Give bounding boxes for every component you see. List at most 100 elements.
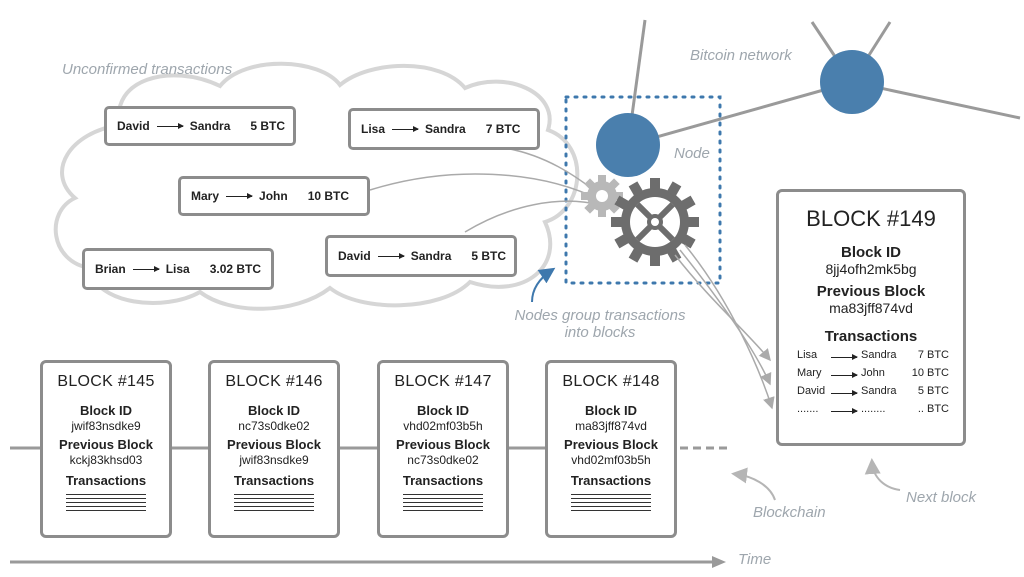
tx-to: Sandra [189,119,231,133]
chain-block: BLOCK #145 Block ID jwif83nsdke9 Previou… [40,360,172,538]
prev-block-value: jwif83nsdke9 [239,453,309,467]
tx-from: Lisa [361,122,386,136]
arrow-right-icon [156,122,184,129]
time-label: Time [738,551,772,568]
prev-block-label: Previous Block [227,437,321,452]
group-label-line2: into blocks [564,324,636,341]
block-tx-row: Lisa Sandra 7 BTC [779,349,963,367]
blockchain-annotation-arrow [731,467,776,501]
prev-block-value: nc73s0dke02 [407,453,479,467]
tx-from: Lisa [797,349,818,361]
block-id-label: Block ID [840,244,901,261]
tx-from: ....... [797,403,819,415]
arrow-right-icon [831,408,858,414]
block-title: BLOCK #147 [394,373,492,390]
tx-amount: 3.02 BTC [209,262,262,276]
transactions-lines [571,494,651,511]
block-id-label: Block ID [584,403,637,418]
tx-amount: 7 BTC [485,122,521,136]
block-id-value: vhd02mf03b5h [403,419,483,433]
block-id-label: Block ID [416,403,469,418]
tx-to: Sandra [861,349,897,361]
next-block-annotation-arrow [864,458,901,491]
next-block-label: Next block [906,489,977,506]
transaction-card: David Sandra 5 BTC [325,235,517,277]
transactions-label: Transactions [570,473,652,488]
prev-block-value: ma83jff874vd [829,300,913,316]
next-block-card: BLOCK #149 Block ID 8jj4ofh2mk5bg Previo… [776,189,966,446]
block-id-value: nc73s0dke02 [238,419,310,433]
chain-block: BLOCK #147 Block ID vhd02mf03b5h Previou… [377,360,509,538]
block-id-label: Block ID [79,403,132,418]
transactions-lines [66,494,146,511]
block-id-value: ma83jff874vd [575,419,647,433]
arrow-right-icon [392,125,420,132]
large-gear-icon [611,178,699,266]
chain-block: BLOCK #146 Block ID nc73s0dke02 Previous… [208,360,340,538]
transaction-card: Lisa Sandra 7 BTC [348,108,540,150]
network-label: Bitcoin network [690,47,792,64]
prev-block-label: Previous Block [396,437,490,452]
block-title: BLOCK #146 [225,373,323,390]
arrow-right-icon [132,265,160,272]
time-axis-arrowhead [712,556,726,568]
tx-to: Sandra [425,122,466,136]
prev-block-label: Previous Block [59,437,153,452]
transactions-label: Transactions [65,473,147,488]
transaction-card: David Sandra 5 BTC [104,106,296,146]
node-label: Node [674,145,710,162]
transactions-lines [234,494,314,511]
tx-to: Sandra [861,385,897,397]
node-circle [596,113,660,177]
chain-block: BLOCK #148 Block ID ma83jff874vd Previou… [545,360,677,538]
transaction-card: Brian Lisa 3.02 BTC [82,248,274,290]
tx-amount: 5 BTC [471,249,507,263]
node-dotted-frame [564,95,722,285]
transactions-label: Transactions [233,473,315,488]
block-tx-row: ....... ........ .. BTC [779,403,963,421]
tx-from: Brian [95,262,126,276]
transaction-card: Mary John 10 BTC [178,176,370,216]
gear-to-block-lines [674,244,775,410]
tx-from: David [797,385,826,397]
tx-amount: 5 BTC [250,119,286,133]
tx-amount: 10 BTC [911,367,949,379]
group-label-line1: Nodes group transactions [514,307,686,324]
group-label: Nodes group transactions into blocks [508,307,692,341]
tx-amount: 10 BTC [307,189,350,203]
block-id-label: Block ID [247,403,300,418]
transactions-label: Transactions [402,473,484,488]
arrow-right-icon [831,390,858,396]
tx-to: ........ [861,403,886,415]
prev-block-value: vhd02mf03b5h [571,453,651,467]
tx-from: David [338,249,371,263]
block-title: BLOCK #149 [806,206,936,231]
transactions-lines [403,494,483,511]
tx-from: Mary [191,189,220,203]
tx-from: David [117,119,150,133]
block-id-value: jwif83nsdke9 [71,419,141,433]
tx-amount: 7 BTC [917,349,949,361]
prev-block-label: Previous Block [816,283,926,300]
unconfirmed-label: Unconfirmed transactions [62,61,233,78]
block-title: BLOCK #145 [57,373,155,390]
tx-from: Mary [797,367,822,379]
block-id-value: 8jj4ofh2mk5bg [825,261,917,277]
tx-to: John [861,367,885,379]
tx-amount: .. BTC [917,403,949,415]
arrow-right-icon [831,372,858,378]
blockchain-label: Blockchain [753,504,826,521]
block-tx-row: David Sandra 5 BTC [779,385,963,403]
group-annotation-arrow [531,267,556,303]
tx-to: Sandra [410,249,452,263]
tx-to: John [259,189,288,203]
prev-block-label: Previous Block [564,437,658,452]
tx-amount: 5 BTC [917,385,949,397]
small-gear-icon [581,175,623,217]
transactions-label: Transactions [824,328,918,345]
arrow-right-icon [377,252,405,259]
network-node [820,50,884,114]
arrow-right-icon [226,192,254,199]
tx-to: Lisa [165,262,190,276]
block-title: BLOCK #148 [562,373,660,390]
